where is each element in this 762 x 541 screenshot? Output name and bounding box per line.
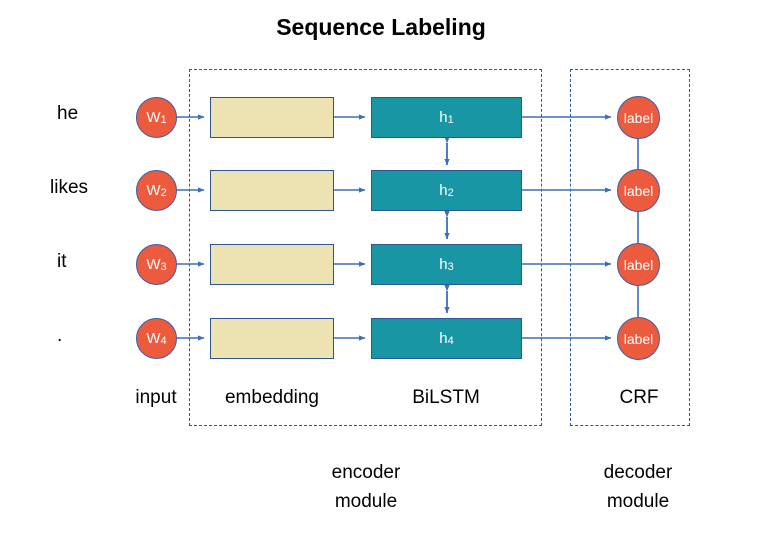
input-word-1: he [57, 103, 79, 124]
crf-label-circle-2: label [617, 169, 660, 212]
token-label-4: W [146, 330, 161, 347]
hidden-state-label-4: h [439, 330, 448, 347]
crf-label-text-2: label [623, 182, 654, 199]
caption-encoder-line1: encoder [331, 462, 401, 483]
token-label-1: W [146, 109, 161, 126]
crf-label-text-1: label [623, 109, 654, 126]
token-subscript-1: 1 [160, 114, 167, 126]
hidden-state-label-1: h [439, 109, 448, 126]
crf-label-text-3: label [623, 256, 654, 273]
input-word-3: it [57, 251, 67, 272]
token-subscript-4: 4 [160, 335, 167, 347]
token-label-3: W [146, 256, 161, 273]
embedding-box-1 [210, 97, 334, 138]
caption-input: input [135, 387, 177, 408]
token-subscript-2: 2 [160, 187, 167, 199]
caption-encoder-line2: module [334, 491, 398, 513]
hidden-state-label-2: h [439, 182, 448, 199]
page-title: Sequence Labeling [276, 14, 486, 40]
caption-decoder-line2: module [606, 491, 670, 513]
caption-crf: CRF [619, 387, 659, 408]
crf-label-circle-4: label [617, 317, 660, 360]
decoder-module-boundary [570, 69, 690, 426]
input-word-4: . [57, 325, 63, 346]
caption-decoder-module: decoder module [570, 458, 706, 517]
hidden-state-label-3: h [439, 256, 448, 273]
token-label-2: W [146, 182, 161, 199]
hidden-state-subscript-4: 4 [447, 335, 454, 347]
input-word-2: likes [50, 177, 89, 198]
caption-decoder-line1: decoder [603, 462, 673, 483]
encoder-module-boundary [189, 69, 542, 426]
crf-label-circle-1: label [617, 96, 660, 139]
hidden-state-subscript-3: 3 [447, 261, 454, 273]
caption-embedding: embedding [224, 387, 320, 408]
embedding-box-4 [210, 318, 334, 359]
crf-label-circle-3: label [617, 243, 660, 286]
embedding-box-2 [210, 170, 334, 211]
hidden-state-subscript-2: 2 [447, 187, 454, 199]
hidden-state-subscript-1: 1 [447, 114, 454, 126]
token-subscript-3: 3 [160, 261, 167, 273]
embedding-box-3 [210, 244, 334, 285]
caption-encoder-module: encoder module [298, 458, 434, 517]
crf-label-text-4: label [623, 330, 654, 347]
caption-bilstm: BiLSTM [412, 387, 480, 408]
